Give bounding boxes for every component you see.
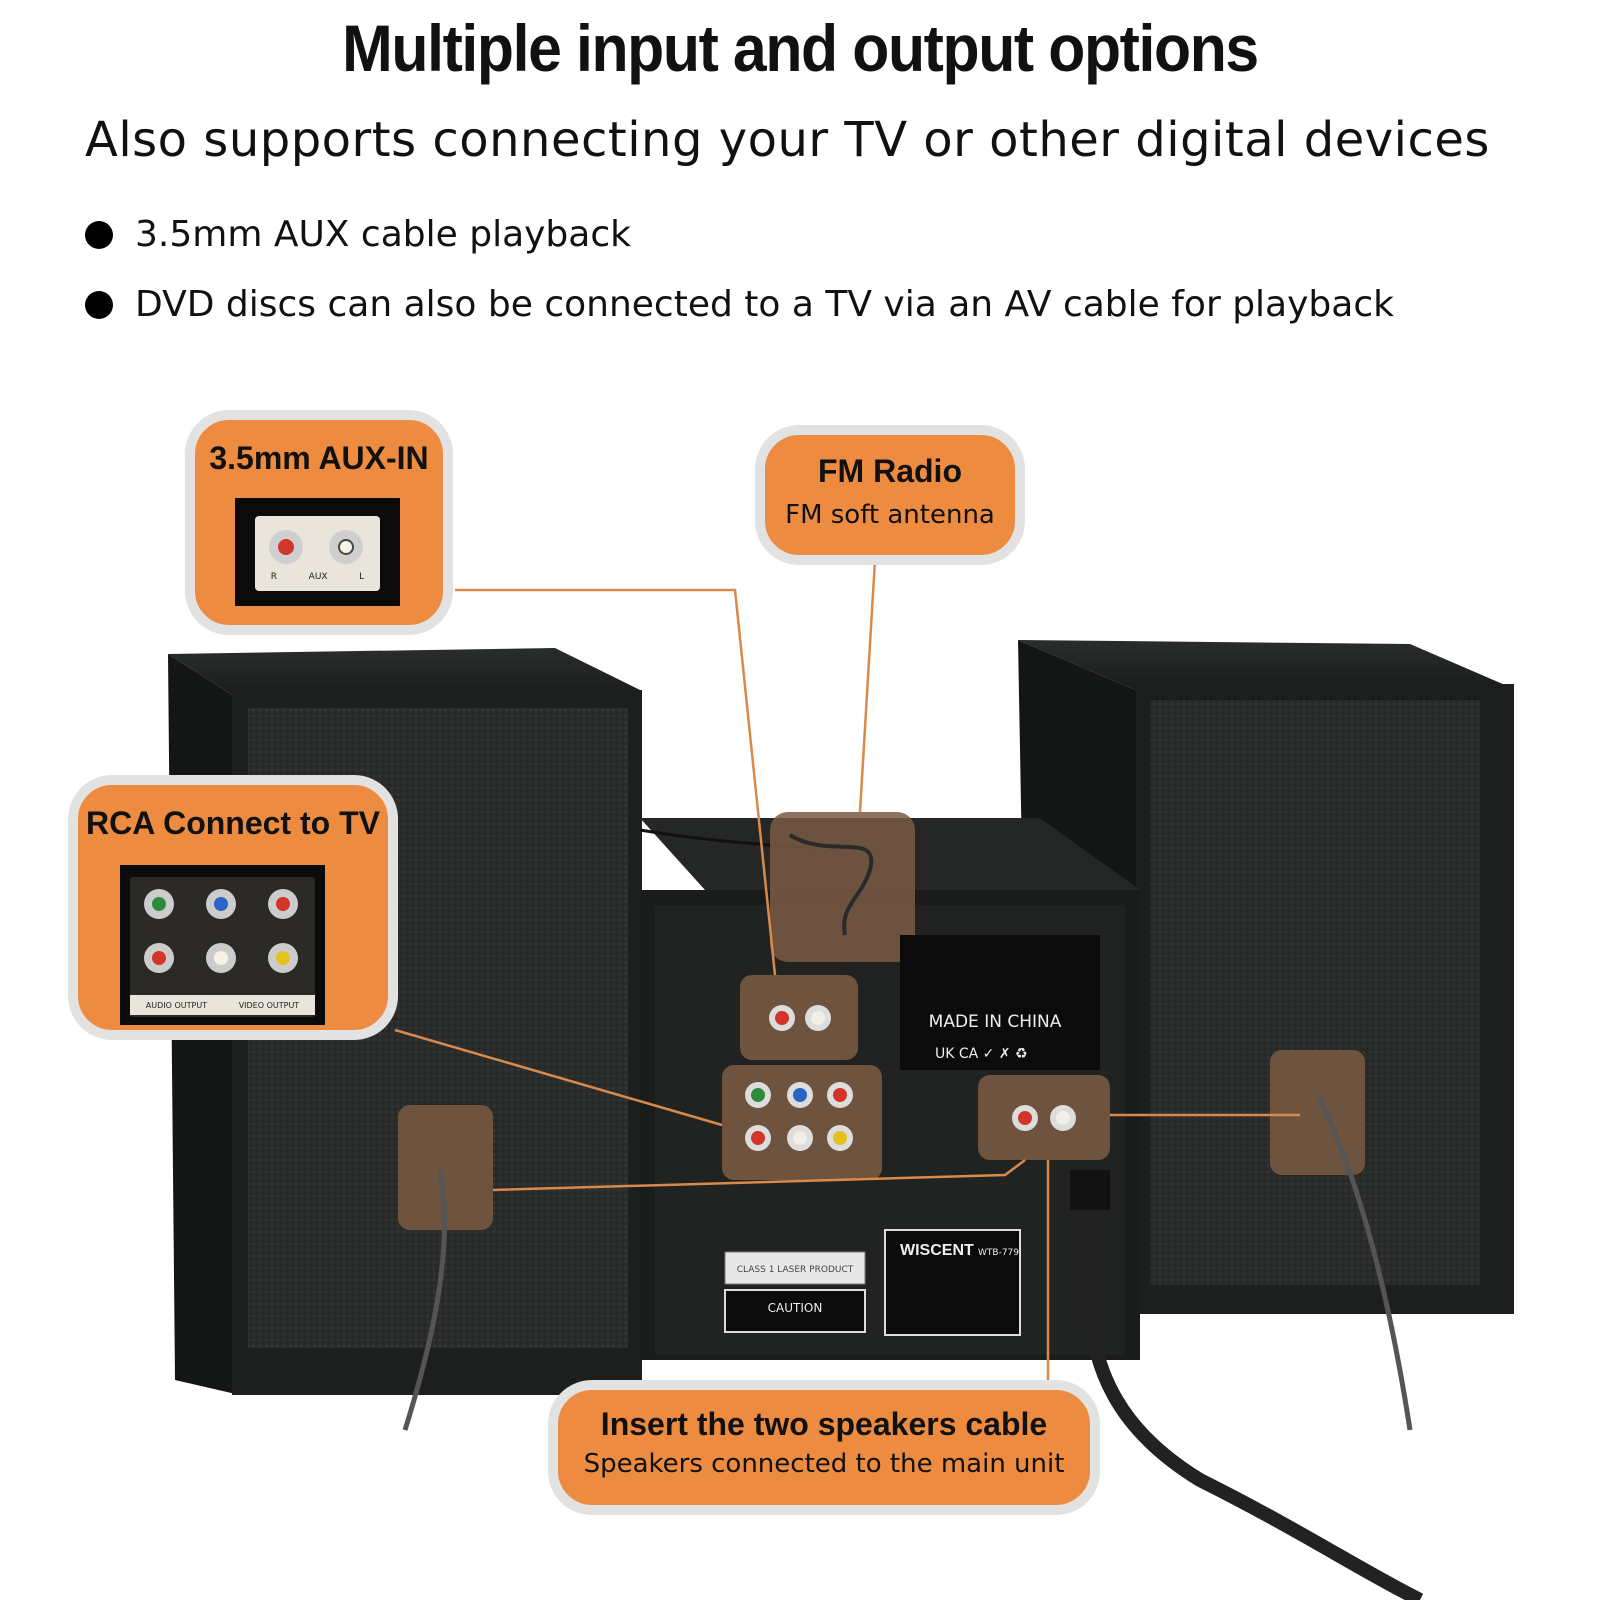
bullet-item-dvd: DVD discs can also be connected to a TV …	[85, 284, 1394, 325]
bullet-item-aux: 3.5mm AUX cable playback	[85, 214, 631, 255]
left-speaker-cable-highlight	[398, 1105, 493, 1230]
callout-title: 3.5mm AUX-IN	[209, 440, 429, 476]
callout-subtitle: FM soft antenna	[785, 500, 995, 530]
fm-antenna-highlight	[770, 812, 915, 962]
aux-jack-photo: R AUX L	[235, 498, 400, 606]
aux-jack-aux-label: AUX	[308, 572, 328, 582]
callout-title: FM Radio	[818, 453, 962, 489]
rca-audio-output-label: AUDIO OUTPUT	[145, 1000, 208, 1010]
uk-ca-mark: UK CA ✓ ✗ ♻	[935, 1046, 1028, 1062]
page-title: Multiple input and output options	[342, 11, 1259, 85]
made-in-label: MADE IN CHINA	[929, 1012, 1062, 1032]
brand-label: WISCENT	[900, 1242, 974, 1259]
rca-video-output-label: VIDEO OUTPUT	[238, 1000, 300, 1010]
right-speaker-cable-highlight	[1270, 1050, 1365, 1175]
callout-title: RCA Connect to TV	[86, 805, 380, 841]
callout-aux-in: 3.5mm AUX-IN R AUX L	[185, 410, 453, 635]
rca-jack-photo: AUDIO OUTPUT VIDEO OUTPUT	[120, 865, 325, 1025]
aux-jack-l-label: L	[359, 572, 365, 582]
aux-jack-r-label: R	[270, 572, 278, 582]
leader-lines	[394, 559, 1300, 1385]
laser-label: CLASS 1 LASER PRODUCT	[737, 1265, 854, 1275]
caution-label: CAUTION	[768, 1301, 823, 1315]
bullet-dot-icon	[85, 220, 113, 249]
bullet-dot-icon	[85, 290, 113, 319]
callout-fm-radio: FM Radio FM soft antenna	[755, 425, 1025, 565]
bullet-text: DVD discs can also be connected to a TV …	[135, 284, 1394, 325]
rating-label	[900, 935, 1100, 1070]
bullet-text: 3.5mm AUX cable playback	[135, 214, 631, 255]
aux-port-highlight	[740, 975, 858, 1060]
page-subtitle: Also supports connecting your TV or othe…	[85, 112, 1490, 168]
speaker-port-highlight	[978, 1075, 1110, 1160]
power-cord	[1081, 1179, 1424, 1600]
callout-rca-tv: RCA Connect to TV AUDIO OUTPUT VIDEO OUT…	[68, 775, 398, 1040]
callout-speaker-cable: Insert the two speakers cable Speakers c…	[548, 1380, 1100, 1515]
callout-subtitle: Speakers connected to the main unit	[583, 1449, 1065, 1479]
callout-title: Insert the two speakers cable	[600, 1406, 1048, 1442]
model-label: WTB-779	[978, 1248, 1019, 1258]
